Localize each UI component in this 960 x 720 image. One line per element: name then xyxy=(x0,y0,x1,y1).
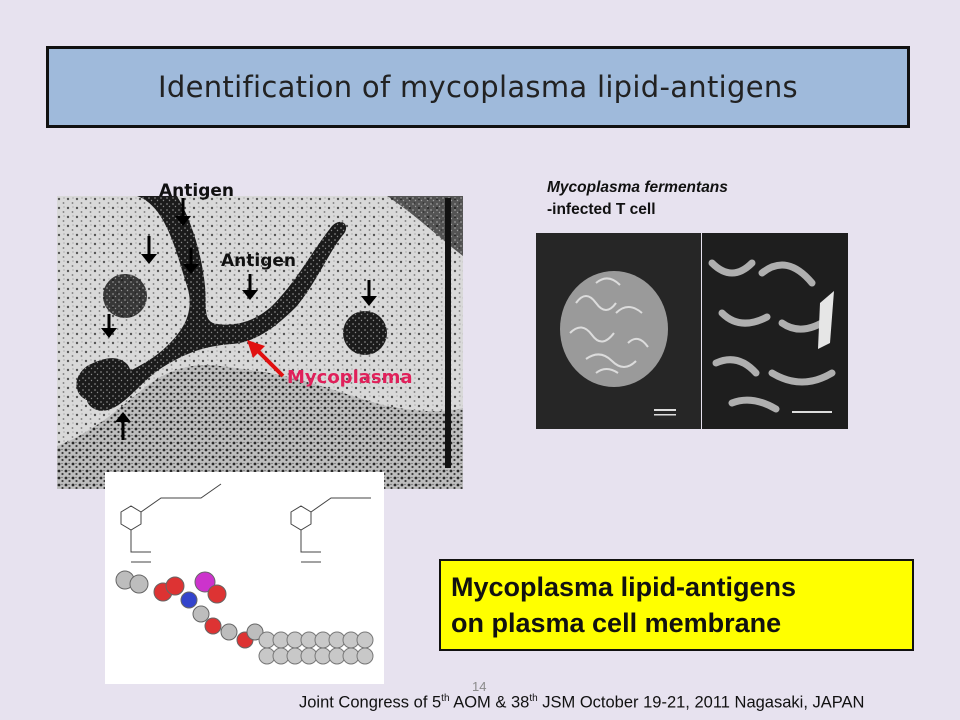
callout-line1: Mycoplasma lipid-antigens xyxy=(451,572,797,602)
footer-part-3: JSM October 19-21, 2011 Nagasaki, JAPAN xyxy=(537,693,865,712)
mycoplasma-label: Mycoplasma xyxy=(287,367,413,388)
antigen-label-2: Antigen xyxy=(221,251,297,271)
footer-text: Joint Congress of 5th AOM & 38th JSM Oct… xyxy=(299,693,864,713)
callout-box: Mycoplasma lipid-antigens on plasma cell… xyxy=(439,559,914,651)
lipid-structure-drawing xyxy=(105,472,384,684)
sem-caption: Mycoplasma fermentans -infected T cell xyxy=(547,177,728,220)
footer-sup-2: th xyxy=(529,693,538,704)
slide-title-box: Identification of mycoplasma lipid-antig… xyxy=(46,46,910,128)
callout-line2: on plasma cell membrane xyxy=(451,608,782,638)
slide-title: Identification of mycoplasma lipid-antig… xyxy=(158,70,798,104)
sem-caption-line2: -infected T cell xyxy=(547,200,656,218)
lipid-structure-figure xyxy=(105,472,384,684)
sem-closeup-drawing xyxy=(702,233,848,429)
sem-caption-line1: Mycoplasma fermentans xyxy=(547,179,728,196)
footer-sup-1: th xyxy=(441,693,450,704)
sem-cell-drawing xyxy=(536,233,701,429)
electron-micrograph xyxy=(57,196,463,489)
footer-part-2: AOM & 38 xyxy=(449,693,530,712)
sem-image-closeup xyxy=(702,233,848,429)
sem-image-cell xyxy=(536,233,701,429)
electron-micrograph-drawing xyxy=(57,196,463,489)
page-number: 14 xyxy=(472,679,487,694)
antigen-label-1: Antigen xyxy=(159,181,235,201)
footer-part-1: Joint Congress of 5 xyxy=(299,693,442,712)
